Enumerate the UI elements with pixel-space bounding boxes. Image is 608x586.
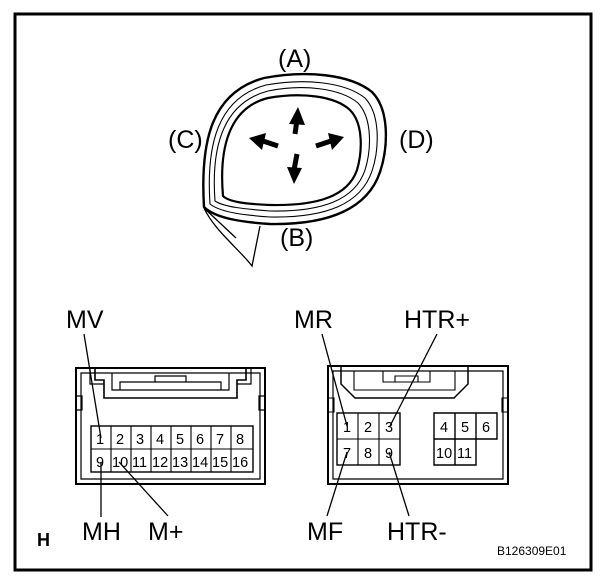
right-connector bbox=[327, 365, 509, 485]
label-a: (A) bbox=[278, 45, 311, 73]
right-pin: 11 bbox=[457, 446, 472, 462]
leader-mr bbox=[321, 333, 348, 427]
leader-mplus bbox=[118, 461, 169, 517]
left-pin: 3 bbox=[136, 432, 144, 448]
mirror-drawing bbox=[202, 72, 388, 268]
left-pin: 9 bbox=[96, 455, 104, 471]
left-pin: 5 bbox=[176, 432, 184, 448]
left-pin: 4 bbox=[156, 432, 164, 448]
mirror-housing-inner bbox=[208, 81, 378, 218]
left-pin: 1 bbox=[96, 432, 104, 448]
left-connector-body bbox=[75, 367, 266, 485]
right-pin: 8 bbox=[364, 446, 372, 462]
left-pin: 8 bbox=[236, 432, 244, 448]
arrow-up-icon bbox=[289, 107, 305, 135]
left-pin: 13 bbox=[172, 455, 188, 471]
label-d: (D) bbox=[399, 126, 434, 154]
left-connector-inner bbox=[80, 372, 261, 480]
label-htrplus: HTR+ bbox=[404, 306, 470, 334]
left-pin-row-2: 9 10 11 12 13 14 15 16 bbox=[96, 455, 248, 471]
leader-mf bbox=[326, 451, 348, 517]
right-pin: 10 bbox=[436, 446, 452, 462]
right-connector-body bbox=[327, 365, 509, 485]
figure-code: B126309E01 bbox=[497, 544, 567, 558]
left-pin: 7 bbox=[216, 432, 224, 448]
left-pin: 16 bbox=[232, 455, 248, 471]
left-pin: 6 bbox=[196, 432, 204, 448]
right-connector-latch-inner bbox=[353, 371, 456, 391]
label-mf: MF bbox=[307, 518, 343, 546]
left-leader-lines bbox=[83, 333, 169, 517]
corner-letter: H bbox=[37, 530, 50, 550]
label-mh: MH bbox=[82, 518, 121, 546]
right-pin: 5 bbox=[461, 420, 469, 436]
right-pin-left-row-1: 1 2 3 bbox=[343, 420, 393, 436]
arrow-left-icon bbox=[249, 133, 279, 150]
left-pin: 15 bbox=[212, 455, 228, 471]
leader-htrplus bbox=[389, 333, 438, 427]
right-pin-right-row-2: 10 11 bbox=[436, 446, 472, 462]
left-pin-row-1: 1 2 3 4 5 6 7 8 bbox=[96, 432, 244, 448]
right-pin-grid-left-lines bbox=[337, 413, 400, 465]
label-mr: MR bbox=[294, 306, 333, 334]
direction-arrows bbox=[249, 107, 344, 184]
right-connector-inner bbox=[332, 370, 504, 480]
figure-border bbox=[13, 12, 593, 572]
right-pin: 1 bbox=[343, 420, 351, 436]
left-pin-grid-lines bbox=[91, 426, 253, 472]
right-pin: 6 bbox=[482, 420, 490, 436]
leader-mv bbox=[83, 333, 102, 439]
left-pin: 12 bbox=[152, 455, 168, 471]
label-htrminus: HTR- bbox=[387, 518, 447, 546]
right-pin: 2 bbox=[364, 420, 372, 436]
right-pin: 3 bbox=[385, 420, 393, 436]
right-connector-notches bbox=[328, 397, 508, 413]
left-connector-latch bbox=[94, 368, 247, 399]
mirror-glass bbox=[221, 94, 362, 207]
right-leader-lines bbox=[321, 333, 438, 517]
mirror-housing-outer bbox=[202, 72, 388, 226]
right-pin-left-row-2: 7 8 9 bbox=[343, 446, 393, 462]
label-b: (B) bbox=[280, 224, 313, 252]
right-pin-right-row-1: 4 5 6 bbox=[440, 420, 490, 436]
left-connector-latch-inner bbox=[111, 373, 230, 391]
mirror-mount bbox=[203, 207, 261, 268]
label-c: (C) bbox=[168, 126, 203, 154]
left-pin: 14 bbox=[192, 455, 208, 471]
label-mplus: M+ bbox=[148, 518, 183, 546]
arrow-down-icon bbox=[287, 153, 302, 184]
right-pin-grid-right bbox=[433, 412, 498, 466]
label-mv: MV bbox=[66, 306, 104, 334]
leader-htrminus bbox=[388, 451, 410, 517]
right-pin: 4 bbox=[440, 420, 448, 436]
mirror-housing-inner-2 bbox=[213, 87, 371, 212]
arrow-right-icon bbox=[315, 133, 344, 150]
left-connector-notches bbox=[76, 395, 265, 411]
left-pin: 2 bbox=[116, 432, 124, 448]
left-pin: 11 bbox=[132, 455, 147, 471]
